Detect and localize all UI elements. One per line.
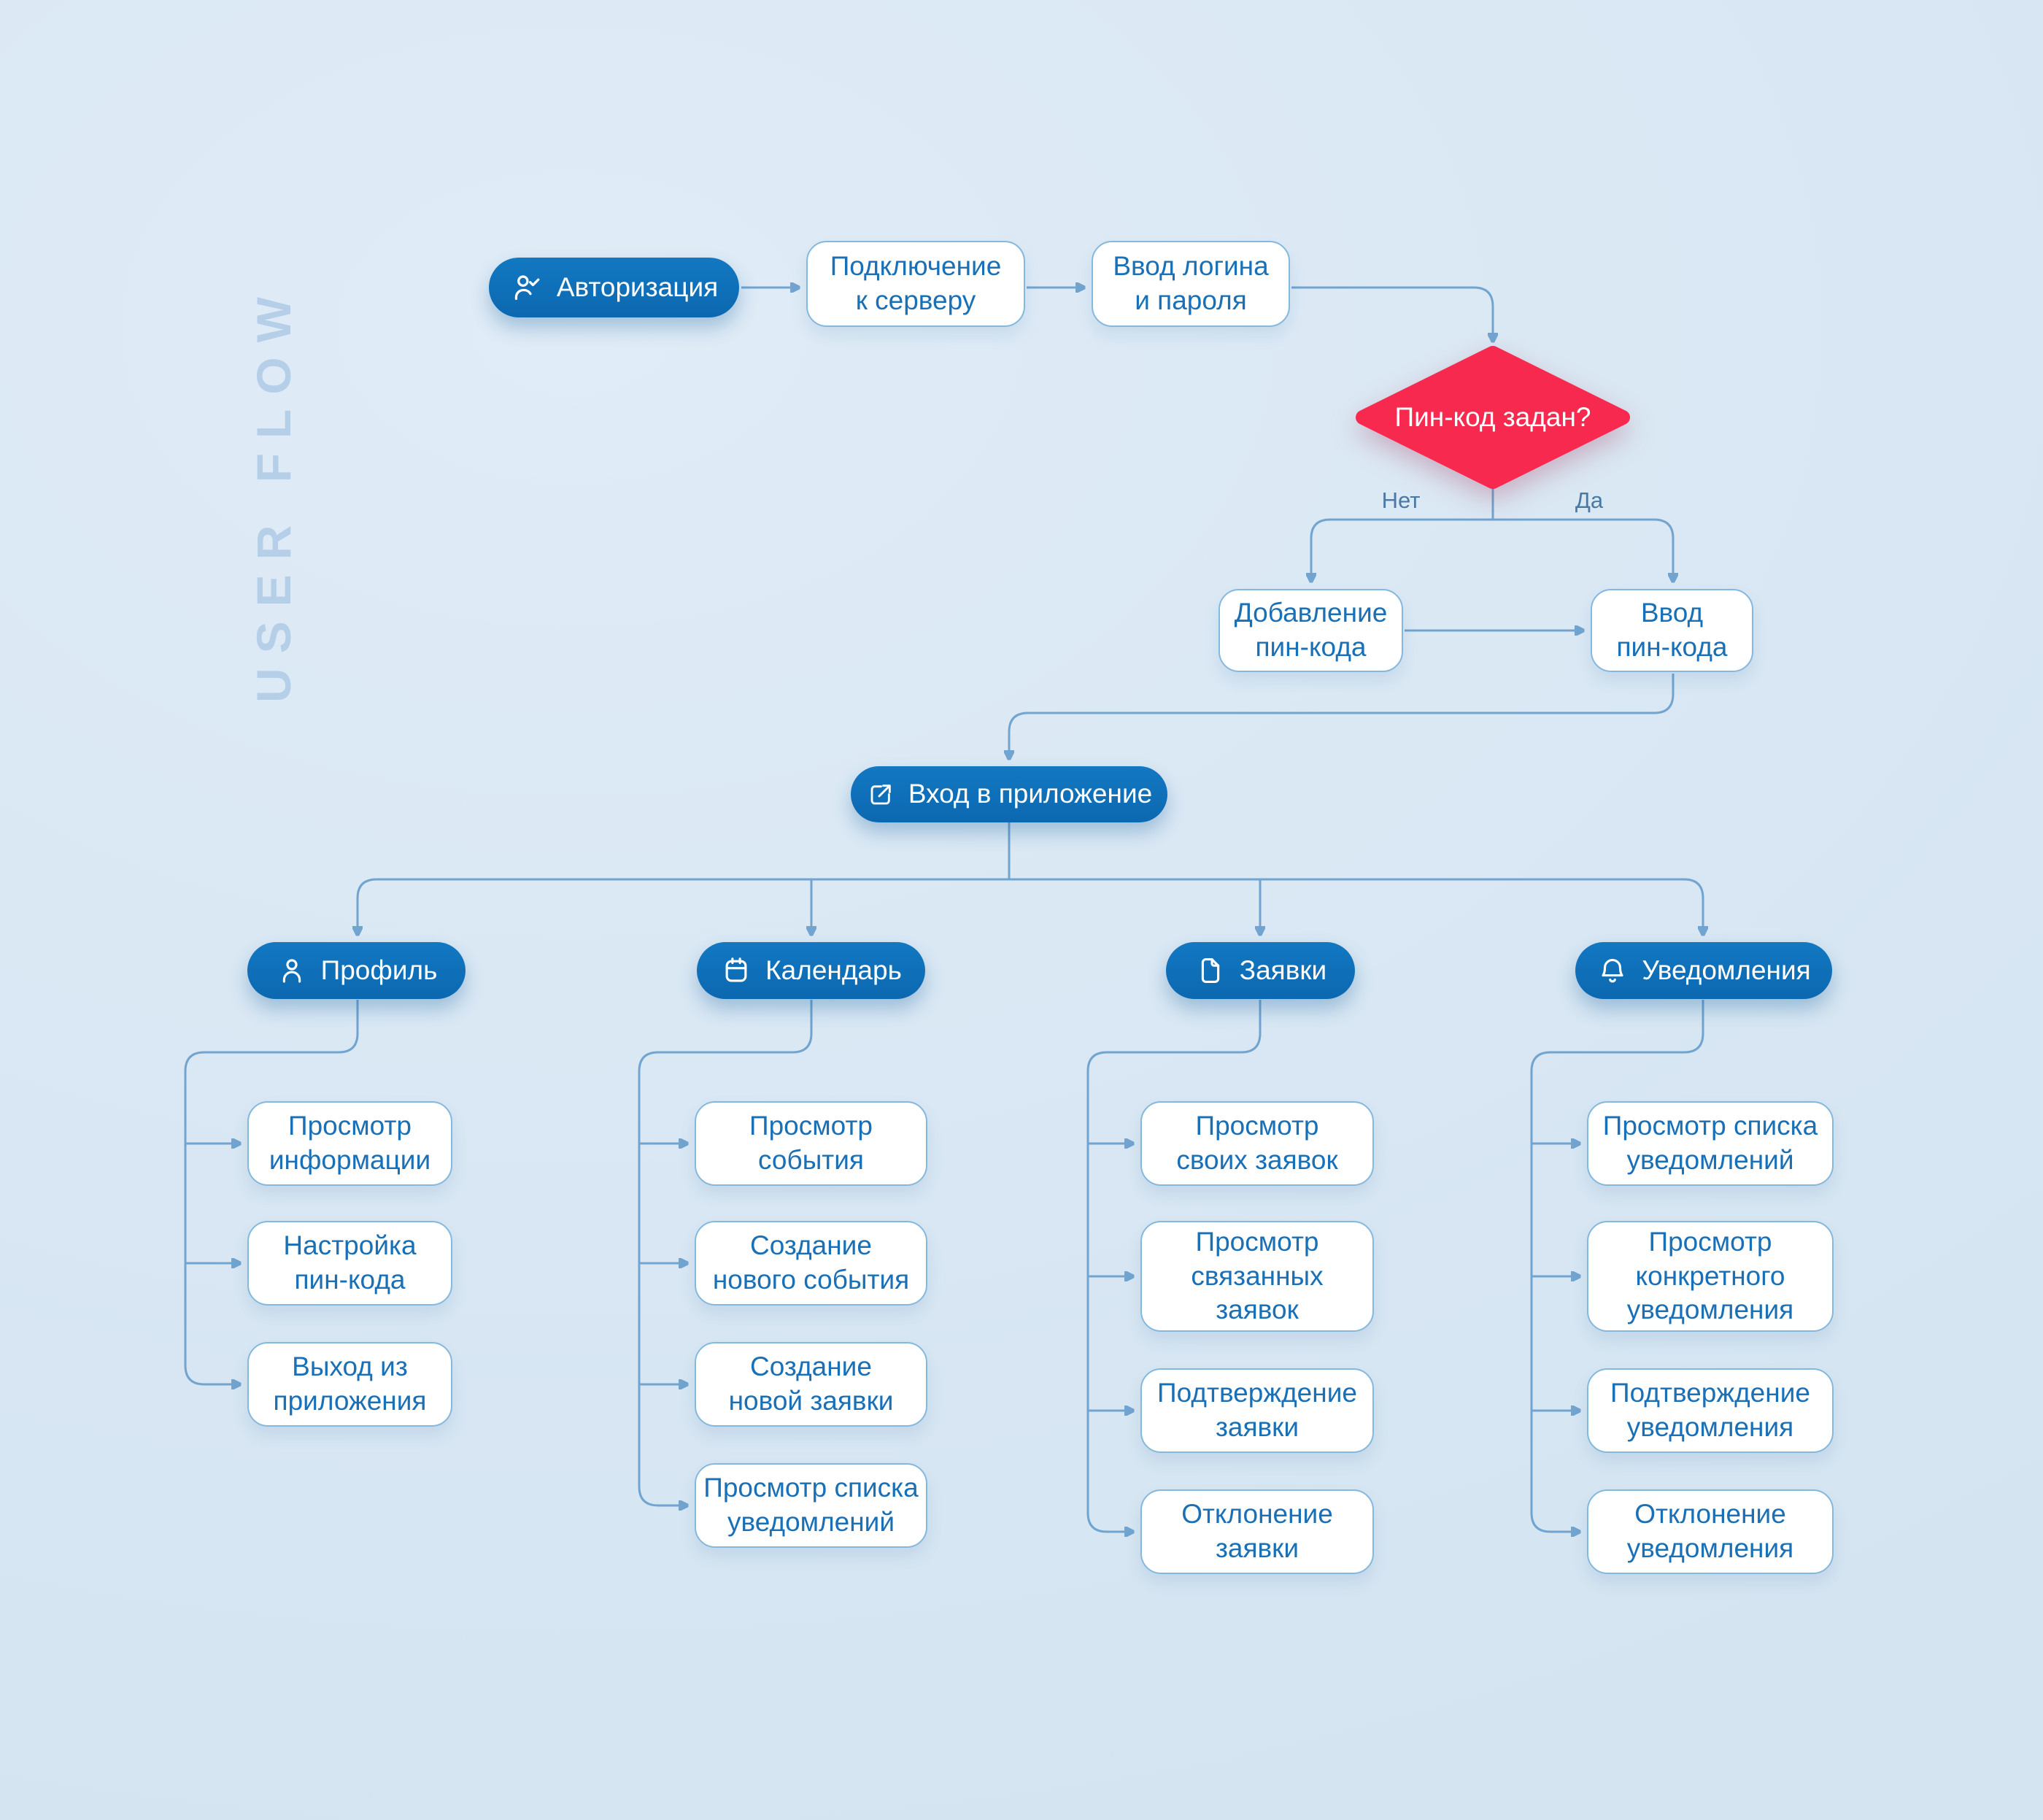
node-label: Ввод пин-кода (1616, 598, 1728, 662)
node-label: Просмотр списка уведомлений (1602, 1111, 1818, 1175)
node-label: Уведомления (1642, 955, 1811, 985)
node-label: Просмотр конкретного уведомления (1626, 1226, 1794, 1325)
bell-icon (1602, 958, 1623, 983)
node-notifications-confirm: Подтверждение уведомления (1587, 1368, 1834, 1453)
node-label: Просмотр события (749, 1111, 873, 1175)
node-authorization: Авторизация (489, 258, 739, 317)
node-label: Ввод логина и пароля (1113, 251, 1269, 315)
node-label: Просмотр связанных заявок (1191, 1226, 1324, 1325)
connector-decision-yes-enterpin (1493, 518, 1673, 581)
node-section-calendar: Календарь (697, 942, 925, 999)
node-label: Подтверждение заявки (1157, 1378, 1357, 1442)
branch-profile-3 (184, 1365, 239, 1384)
node-label: Создание нового события (712, 1230, 910, 1295)
node-connect-server: Подключение к серверу (806, 241, 1025, 327)
node-calendar-view-event: Просмотр события (695, 1101, 927, 1186)
node-section-notifications: Уведомления (1575, 942, 1832, 999)
trunk-calendar (638, 1000, 813, 1487)
branch-calendar-4 (638, 1486, 687, 1505)
node-notifications-view-single: Просмотр конкретного уведомления (1587, 1221, 1834, 1332)
connector-distributor-notifications (1009, 878, 1703, 934)
node-enter-credentials: Ввод логина и пароля (1092, 241, 1290, 327)
node-requests-confirm: Подтверждение заявки (1140, 1368, 1374, 1453)
user-check-icon (514, 275, 540, 300)
node-label: Создание новой заявки (728, 1351, 894, 1416)
node-label: Вход в приложение (908, 779, 1153, 809)
node-enter-pin: Ввод пин-кода (1591, 589, 1753, 672)
connector-enterpin-enterapp (1009, 674, 1675, 758)
node-notifications-decline: Отклонение уведомления (1587, 1489, 1834, 1574)
node-calendar-create-event: Создание нового события (695, 1221, 927, 1306)
edge-label-no: Нет (1381, 487, 1421, 513)
trunk-notifications (1530, 1000, 1704, 1513)
node-requests-view-linked: Просмотр связанных заявок (1140, 1221, 1374, 1332)
node-label: Календарь (765, 955, 902, 985)
node-section-profile: Профиль (247, 942, 466, 999)
decision-diamond-shape (1356, 346, 1630, 489)
node-calendar-view-notifications-list: Просмотр списка уведомлений (695, 1463, 927, 1548)
trunk-profile (184, 1000, 359, 1365)
node-section-requests: Заявки (1166, 942, 1355, 999)
node-label: Добавление пин-кода (1234, 598, 1388, 662)
connector-distributor-profile (358, 878, 1009, 934)
external-link-icon (870, 784, 891, 804)
calendar-icon (725, 957, 747, 982)
node-label: Профиль (320, 955, 438, 985)
node-calendar-create-request: Создание новой заявки (695, 1342, 927, 1427)
node-profile-pin-settings: Настройка пин-кода (247, 1221, 452, 1306)
branch-notifications-4 (1530, 1512, 1579, 1532)
branch-requests-4 (1086, 1512, 1132, 1532)
decision-label: Пин-код задан? (1394, 402, 1591, 432)
file-icon (1201, 958, 1219, 983)
node-label: Выход из приложения (273, 1351, 427, 1416)
trunk-requests (1086, 1000, 1262, 1513)
node-profile-view-info: Просмотр информации (247, 1101, 452, 1186)
node-notifications-view-list: Просмотр списка уведомлений (1587, 1101, 1834, 1186)
node-decision-pin-set: Пин-код задан? (1347, 337, 1639, 498)
node-label: Настройка пин-кода (283, 1230, 417, 1295)
node-requests-decline: Отклонение заявки (1140, 1489, 1374, 1574)
user-icon (282, 959, 301, 983)
node-profile-logout: Выход из приложения (247, 1342, 452, 1427)
node-label: Просмотр списка уведомлений (703, 1473, 919, 1537)
node-enter-app: Вход в приложение (851, 766, 1167, 822)
node-label: Отклонение уведомления (1626, 1499, 1794, 1563)
node-label: Просмотр информации (269, 1111, 431, 1175)
connector-credentials-decision (1291, 286, 1493, 341)
node-add-pin: Добавление пин-кода (1219, 589, 1403, 672)
node-label: Подтверждение уведомления (1610, 1378, 1810, 1442)
node-requests-view-own: Просмотр своих заявок (1140, 1101, 1374, 1186)
edge-label-yes: Да (1575, 487, 1604, 513)
node-label: Заявки (1239, 955, 1327, 985)
node-label: Отклонение заявки (1181, 1499, 1333, 1563)
node-label: Авторизация (556, 271, 719, 302)
node-label: Подключение к серверу (830, 251, 1002, 315)
connector-decision-no-addpin (1311, 487, 1494, 581)
node-label: Просмотр своих заявок (1176, 1111, 1338, 1175)
